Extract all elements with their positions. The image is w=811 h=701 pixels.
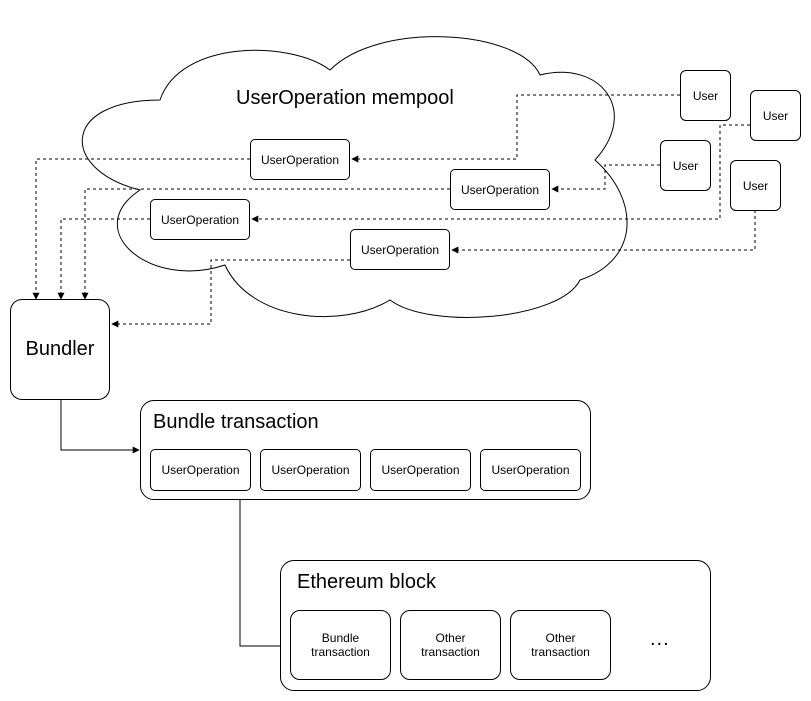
edge-user1-op1 bbox=[351, 94, 680, 163]
edge-op4-bundler bbox=[111, 259, 350, 328]
block-transaction-other-2[interactable]: Other transaction bbox=[510, 610, 611, 680]
mempool-operation-2[interactable]: UserOperation bbox=[450, 169, 550, 210]
edge-user4-op4 bbox=[451, 210, 756, 254]
mempool-to-bundler-edges bbox=[32, 158, 450, 328]
edge-bundle-block bbox=[239, 500, 290, 650]
bundle-operation-3[interactable]: UserOperation bbox=[370, 449, 471, 491]
bundle-operation-4[interactable]: UserOperation bbox=[480, 449, 581, 491]
bundle-operation-1[interactable]: UserOperation bbox=[150, 449, 251, 491]
mempool-operation-3[interactable]: UserOperation bbox=[150, 199, 250, 240]
edge-op2-bundler bbox=[81, 188, 450, 300]
mempool-title: UserOperation mempool bbox=[236, 87, 454, 109]
bundle-transaction-title: Bundle transaction bbox=[153, 411, 319, 433]
edge-user3-op2 bbox=[551, 164, 660, 193]
edge-bundler-bundle bbox=[60, 400, 140, 454]
edge-user2-op3 bbox=[251, 124, 750, 223]
user-3[interactable]: User bbox=[660, 140, 711, 191]
edge-op1-bundler bbox=[32, 158, 250, 300]
solid-edges bbox=[60, 400, 290, 650]
user-2[interactable]: User bbox=[750, 90, 801, 141]
mempool-operation-1[interactable]: UserOperation bbox=[250, 139, 350, 180]
bundler-node[interactable]: Bundler bbox=[10, 299, 110, 400]
mempool-cloud bbox=[82, 36, 628, 318]
more-transactions-ellipsis: ... bbox=[650, 628, 670, 650]
mempool-operation-4[interactable]: UserOperation bbox=[350, 229, 450, 270]
user-1[interactable]: User bbox=[680, 70, 731, 121]
ethereum-block-title: Ethereum block bbox=[297, 571, 436, 593]
bundle-operation-2[interactable]: UserOperation bbox=[260, 449, 361, 491]
user-4[interactable]: User bbox=[730, 160, 781, 211]
block-transaction-bundle[interactable]: Bundle transaction bbox=[290, 610, 391, 680]
user-to-mempool-edges bbox=[251, 94, 756, 254]
block-transaction-other-1[interactable]: Other transaction bbox=[400, 610, 501, 680]
